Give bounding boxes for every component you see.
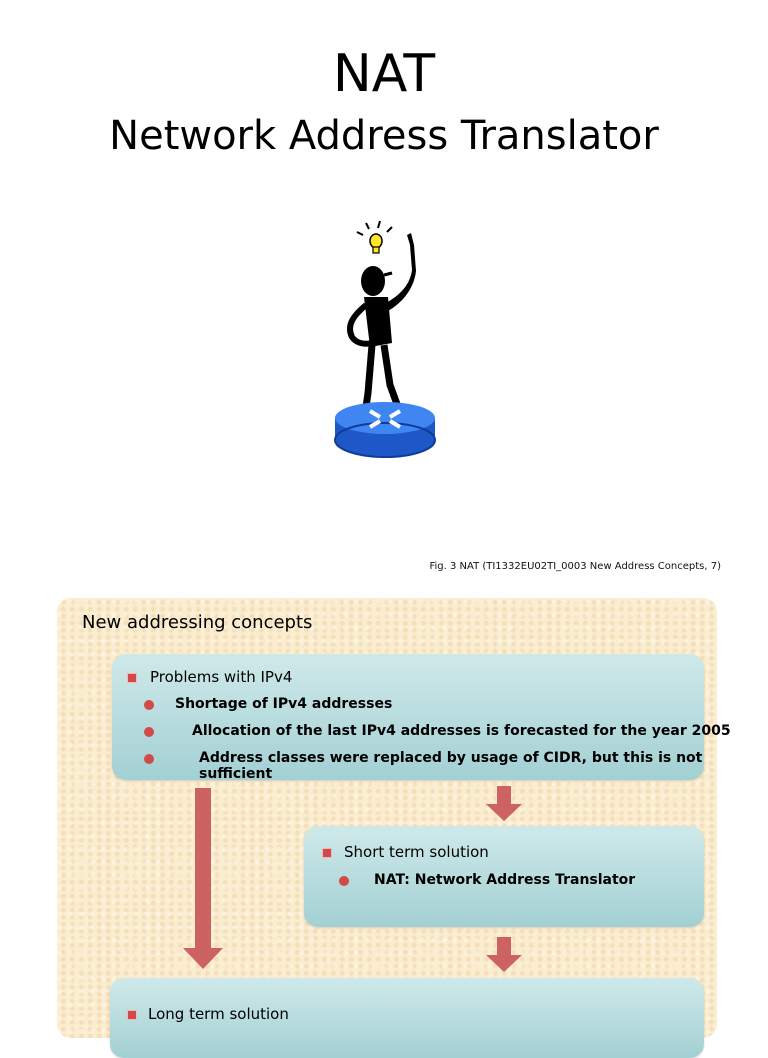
figure-caption: Fig. 3 NAT (TI1332EU02TI_0003 New Addres… — [429, 561, 721, 572]
problem-item: Shortage of IPv4 addresses — [175, 696, 393, 712]
stick-figure-icon — [346, 233, 416, 422]
problems-box — [112, 654, 704, 780]
short-term-label: Short term solution — [344, 843, 489, 861]
problem-item: Allocation of the last IPv4 addresses is… — [192, 723, 731, 739]
router-icon — [334, 402, 436, 458]
diagram-heading: New addressing concepts — [82, 612, 313, 633]
round-bullet-icon — [339, 876, 349, 886]
square-bullet-icon — [322, 848, 332, 858]
short-term-item: NAT: Network Address Translator — [374, 872, 636, 888]
page-subtitle: Network Address Translator — [109, 113, 659, 159]
idea-figure-clipart — [334, 220, 436, 458]
down-arrow-icon — [486, 786, 522, 821]
down-arrow-icon — [486, 937, 522, 972]
round-bullet-icon — [144, 754, 154, 764]
square-bullet-icon — [127, 1010, 137, 1020]
problems-label: Problems with IPv4 — [150, 668, 293, 686]
square-bullet-icon — [127, 673, 137, 683]
lightbulb-idea-icon — [356, 220, 393, 254]
round-bullet-icon — [144, 727, 154, 737]
round-bullet-icon — [144, 700, 154, 710]
page-title: NAT — [332, 44, 436, 104]
short-term-box — [304, 826, 704, 927]
problem-item: Address classes were replaced by usage o… — [199, 750, 703, 782]
long-down-arrow-icon — [183, 788, 223, 969]
long-term-label: Long term solution — [148, 1005, 289, 1023]
